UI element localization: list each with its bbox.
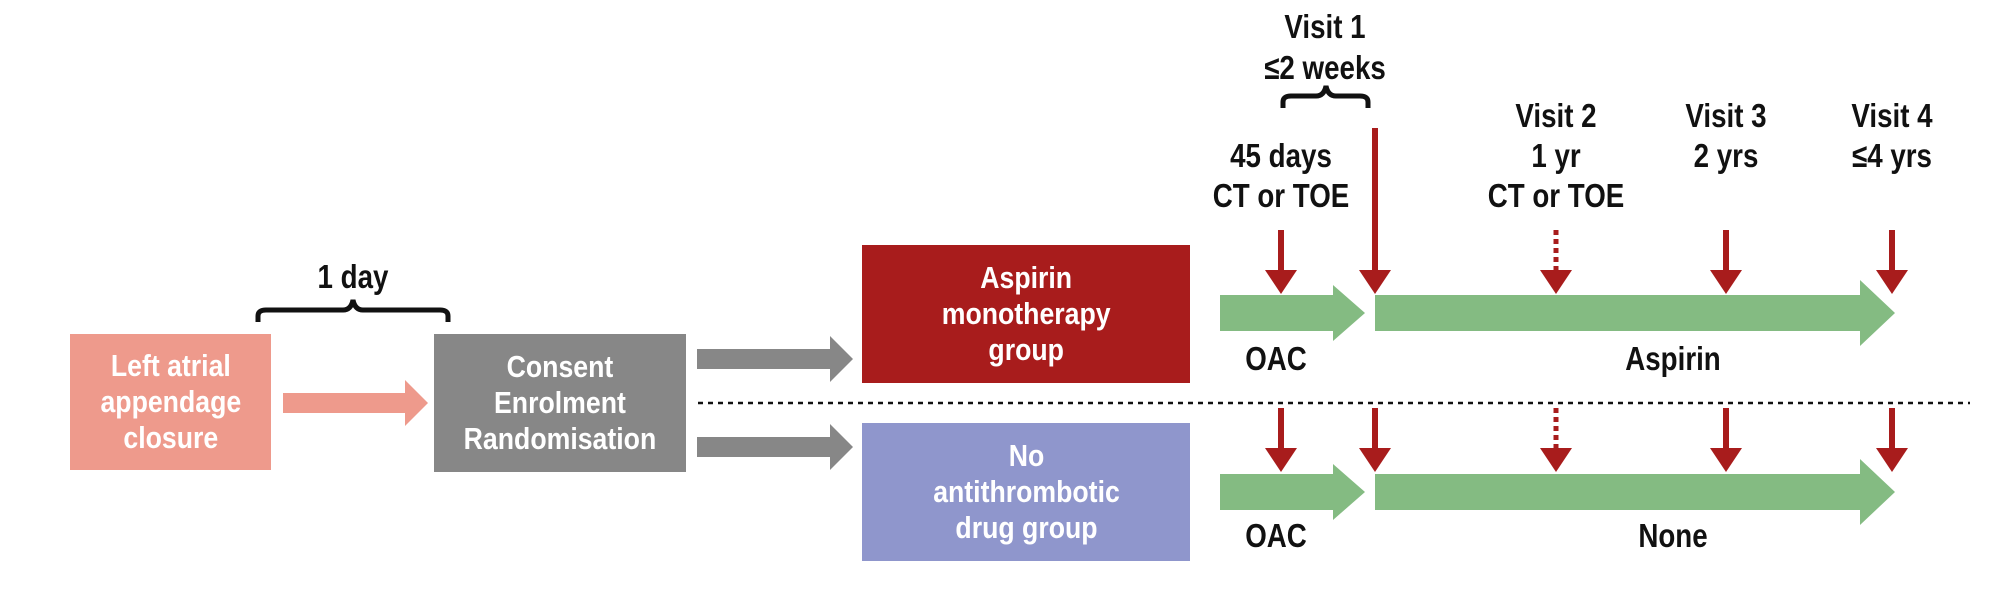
marker-visit3-bottom-head <box>1710 448 1742 472</box>
marker-visit3-top-head <box>1710 270 1742 294</box>
aspirin-group-label: Aspirin monotherapy group <box>941 259 1111 368</box>
no-drug-group-box: No antithrombotic drug group <box>862 423 1190 561</box>
consent-to-aspirin-arrow <box>697 336 853 382</box>
visit4-label: Visit 4 ≤4 yrs <box>1851 97 1933 174</box>
visit-markers-bottom <box>1265 408 1908 472</box>
marker-visit1-top-head <box>1359 270 1391 294</box>
visit1-brace <box>1280 85 1371 108</box>
marker-visit4-top-head <box>1876 270 1908 294</box>
marker-visit2-bottom-head <box>1540 448 1572 472</box>
oac-bottom-label: OAC <box>1245 517 1307 554</box>
aspirin-timeline-label: Aspirin <box>1625 340 1721 377</box>
laa-to-consent-arrow <box>283 380 428 426</box>
visit-markers-top <box>1265 128 1908 294</box>
aspirin-group-box: Aspirin monotherapy group <box>862 245 1190 383</box>
consent-enrolment-box: Consent Enrolment Randomisation <box>434 334 686 472</box>
days45-label: 45 days CT or TOE <box>1212 137 1350 214</box>
aspirin-arrow <box>1375 280 1895 346</box>
marker-visit1-bottom-head <box>1359 448 1391 472</box>
consent-enrolment-label: Consent Enrolment Randomisation <box>463 348 657 457</box>
marker-45days-bottom-head <box>1265 448 1297 472</box>
no-drug-group-label: No antithrombotic drug group <box>932 437 1120 546</box>
marker-45days-top-head <box>1265 270 1297 294</box>
oac-arrow-bottom <box>1220 464 1365 520</box>
visit3-label: Visit 3 2 yrs <box>1685 97 1767 174</box>
laa-closure-box: Left atrial appendage closure <box>70 334 271 470</box>
none-timeline-label: None <box>1638 517 1708 554</box>
visit1-label: Visit 1 ≤2 weeks <box>1264 8 1386 86</box>
none-arrow <box>1375 459 1895 525</box>
marker-visit4-bottom-head <box>1876 448 1908 472</box>
visit2-label: Visit 2 1 yr CT or TOE <box>1487 97 1625 214</box>
marker-visit2-top-head <box>1540 270 1572 294</box>
one-day-brace <box>255 299 451 322</box>
consent-to-no-drug-arrow <box>697 424 853 470</box>
one-day-label: 1 day <box>317 258 389 295</box>
oac-top-label: OAC <box>1245 340 1307 377</box>
oac-arrow-top <box>1220 285 1365 341</box>
laa-closure-label: Left atrial appendage closure <box>100 347 241 456</box>
